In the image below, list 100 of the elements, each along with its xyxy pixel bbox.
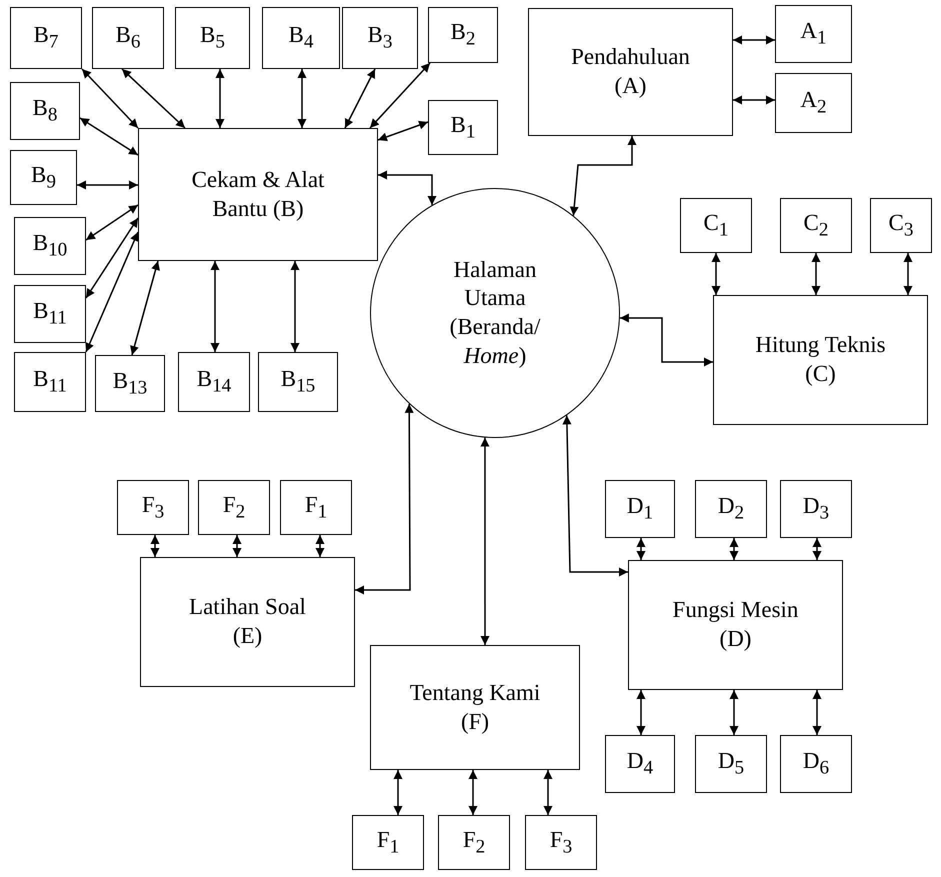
- page-box: [438, 815, 510, 870]
- arrow: [636, 690, 646, 735]
- arrow: [121, 68, 186, 129]
- node-label: B$_{4}$: [288, 22, 314, 54]
- page-box: [352, 815, 424, 870]
- arrow: [316, 535, 324, 557]
- page-box: [605, 480, 675, 538]
- page-box: [695, 480, 767, 538]
- node-label: F$_{1}$: [304, 492, 328, 524]
- node-label: C$_{1}$: [704, 210, 728, 242]
- node-label: D$_{4}$: [626, 748, 654, 780]
- arrow: [80, 117, 138, 156]
- node-label: D$_{2}$: [718, 493, 744, 525]
- page-box: [117, 480, 189, 535]
- page-box: [680, 198, 752, 253]
- page-box: [178, 352, 250, 412]
- node-label: B$_{5}$: [200, 22, 225, 54]
- arrow: [812, 690, 822, 735]
- arrow: [216, 69, 224, 128]
- page-box: [10, 82, 80, 140]
- page-box: [95, 355, 165, 412]
- node-label: B$_{11}$: [33, 298, 67, 330]
- page-box: [695, 735, 767, 793]
- page-box: [198, 480, 270, 535]
- arrow: [369, 62, 431, 128]
- node-label: B$_{2}$: [450, 19, 476, 51]
- arrow: [636, 538, 646, 560]
- section-box: [370, 645, 580, 770]
- arrow: [620, 314, 713, 366]
- page-box: [780, 198, 852, 253]
- arrow: [394, 770, 402, 815]
- page-box: [780, 480, 852, 538]
- node-label: B$_{14}$: [196, 366, 232, 398]
- page-box: [14, 285, 86, 343]
- arrow: [378, 120, 428, 142]
- node-label: Tentang Kami (F): [408, 678, 542, 736]
- node-label: Cekam & Alat Bantu (B): [190, 166, 326, 223]
- arrow: [730, 690, 738, 735]
- arrow: [81, 68, 139, 129]
- page-box: [870, 198, 932, 253]
- node-label: Latihan Soal (E): [188, 593, 307, 650]
- node-label: B$_{7}$: [34, 22, 58, 54]
- node-label: D$_{5}$: [718, 748, 744, 780]
- arrow: [468, 770, 478, 815]
- node-label: B$_{9}$: [31, 162, 56, 194]
- section-box: [628, 560, 843, 690]
- page-box: [14, 352, 86, 412]
- page-box: [262, 7, 340, 69]
- page-box: [428, 100, 498, 155]
- arrow: [290, 261, 300, 352]
- arrow: [378, 170, 436, 206]
- arrow: [85, 232, 139, 352]
- arrow: [730, 538, 738, 560]
- arrow: [812, 253, 820, 295]
- node-label: B$_{15}$: [280, 366, 316, 398]
- node-label: B$_{10}$: [32, 230, 68, 262]
- arrow: [210, 261, 220, 352]
- section-box: [528, 8, 733, 136]
- page-box: [258, 352, 338, 412]
- arrow: [344, 68, 376, 128]
- page-box: [525, 815, 597, 870]
- section-box: [140, 557, 355, 687]
- arrow: [77, 180, 138, 190]
- page-box: [92, 7, 164, 69]
- arrow: [355, 404, 414, 594]
- node-label: C$_{3}$: [888, 210, 914, 242]
- arrow: [733, 36, 775, 44]
- node-label: B$_{13}$: [112, 368, 148, 400]
- page-box: [14, 217, 86, 275]
- node-label: D$_{6}$: [802, 748, 830, 780]
- section-box: [713, 295, 928, 425]
- arrow: [733, 96, 775, 104]
- node-label: F$_{3}$: [550, 826, 572, 858]
- arrow: [712, 253, 720, 295]
- page-box: [10, 150, 77, 205]
- node-label: Halaman Utama (Beranda/ Home): [448, 256, 542, 370]
- page-box: [428, 7, 498, 63]
- node-label: D$_{3}$: [802, 493, 830, 525]
- arrow: [544, 770, 552, 815]
- arrow: [150, 535, 160, 557]
- arrow: [130, 260, 160, 356]
- node-label: Fungsi Mesin (D): [672, 596, 800, 653]
- page-box: [342, 7, 418, 69]
- node-label: A$_{2}$: [800, 87, 827, 119]
- node-label: B$_{6}$: [116, 22, 140, 54]
- node-label: Hitung Teknis (C): [754, 331, 887, 388]
- node-label: A$_{1}$: [800, 18, 827, 50]
- page-box: [605, 735, 675, 793]
- node-label: F$_{3}$: [142, 492, 164, 524]
- node-label: D$_{1}$: [626, 493, 654, 525]
- arrow: [562, 415, 628, 576]
- node-label: F$_{2}$: [222, 492, 246, 524]
- arrow: [85, 218, 139, 298]
- arrow: [298, 69, 306, 128]
- home-circle: [370, 188, 620, 438]
- arrow: [86, 204, 138, 241]
- node-label: B$_{8}$: [32, 95, 58, 127]
- page-box: [280, 480, 352, 535]
- page-box: [775, 5, 852, 63]
- arrow: [480, 438, 490, 645]
